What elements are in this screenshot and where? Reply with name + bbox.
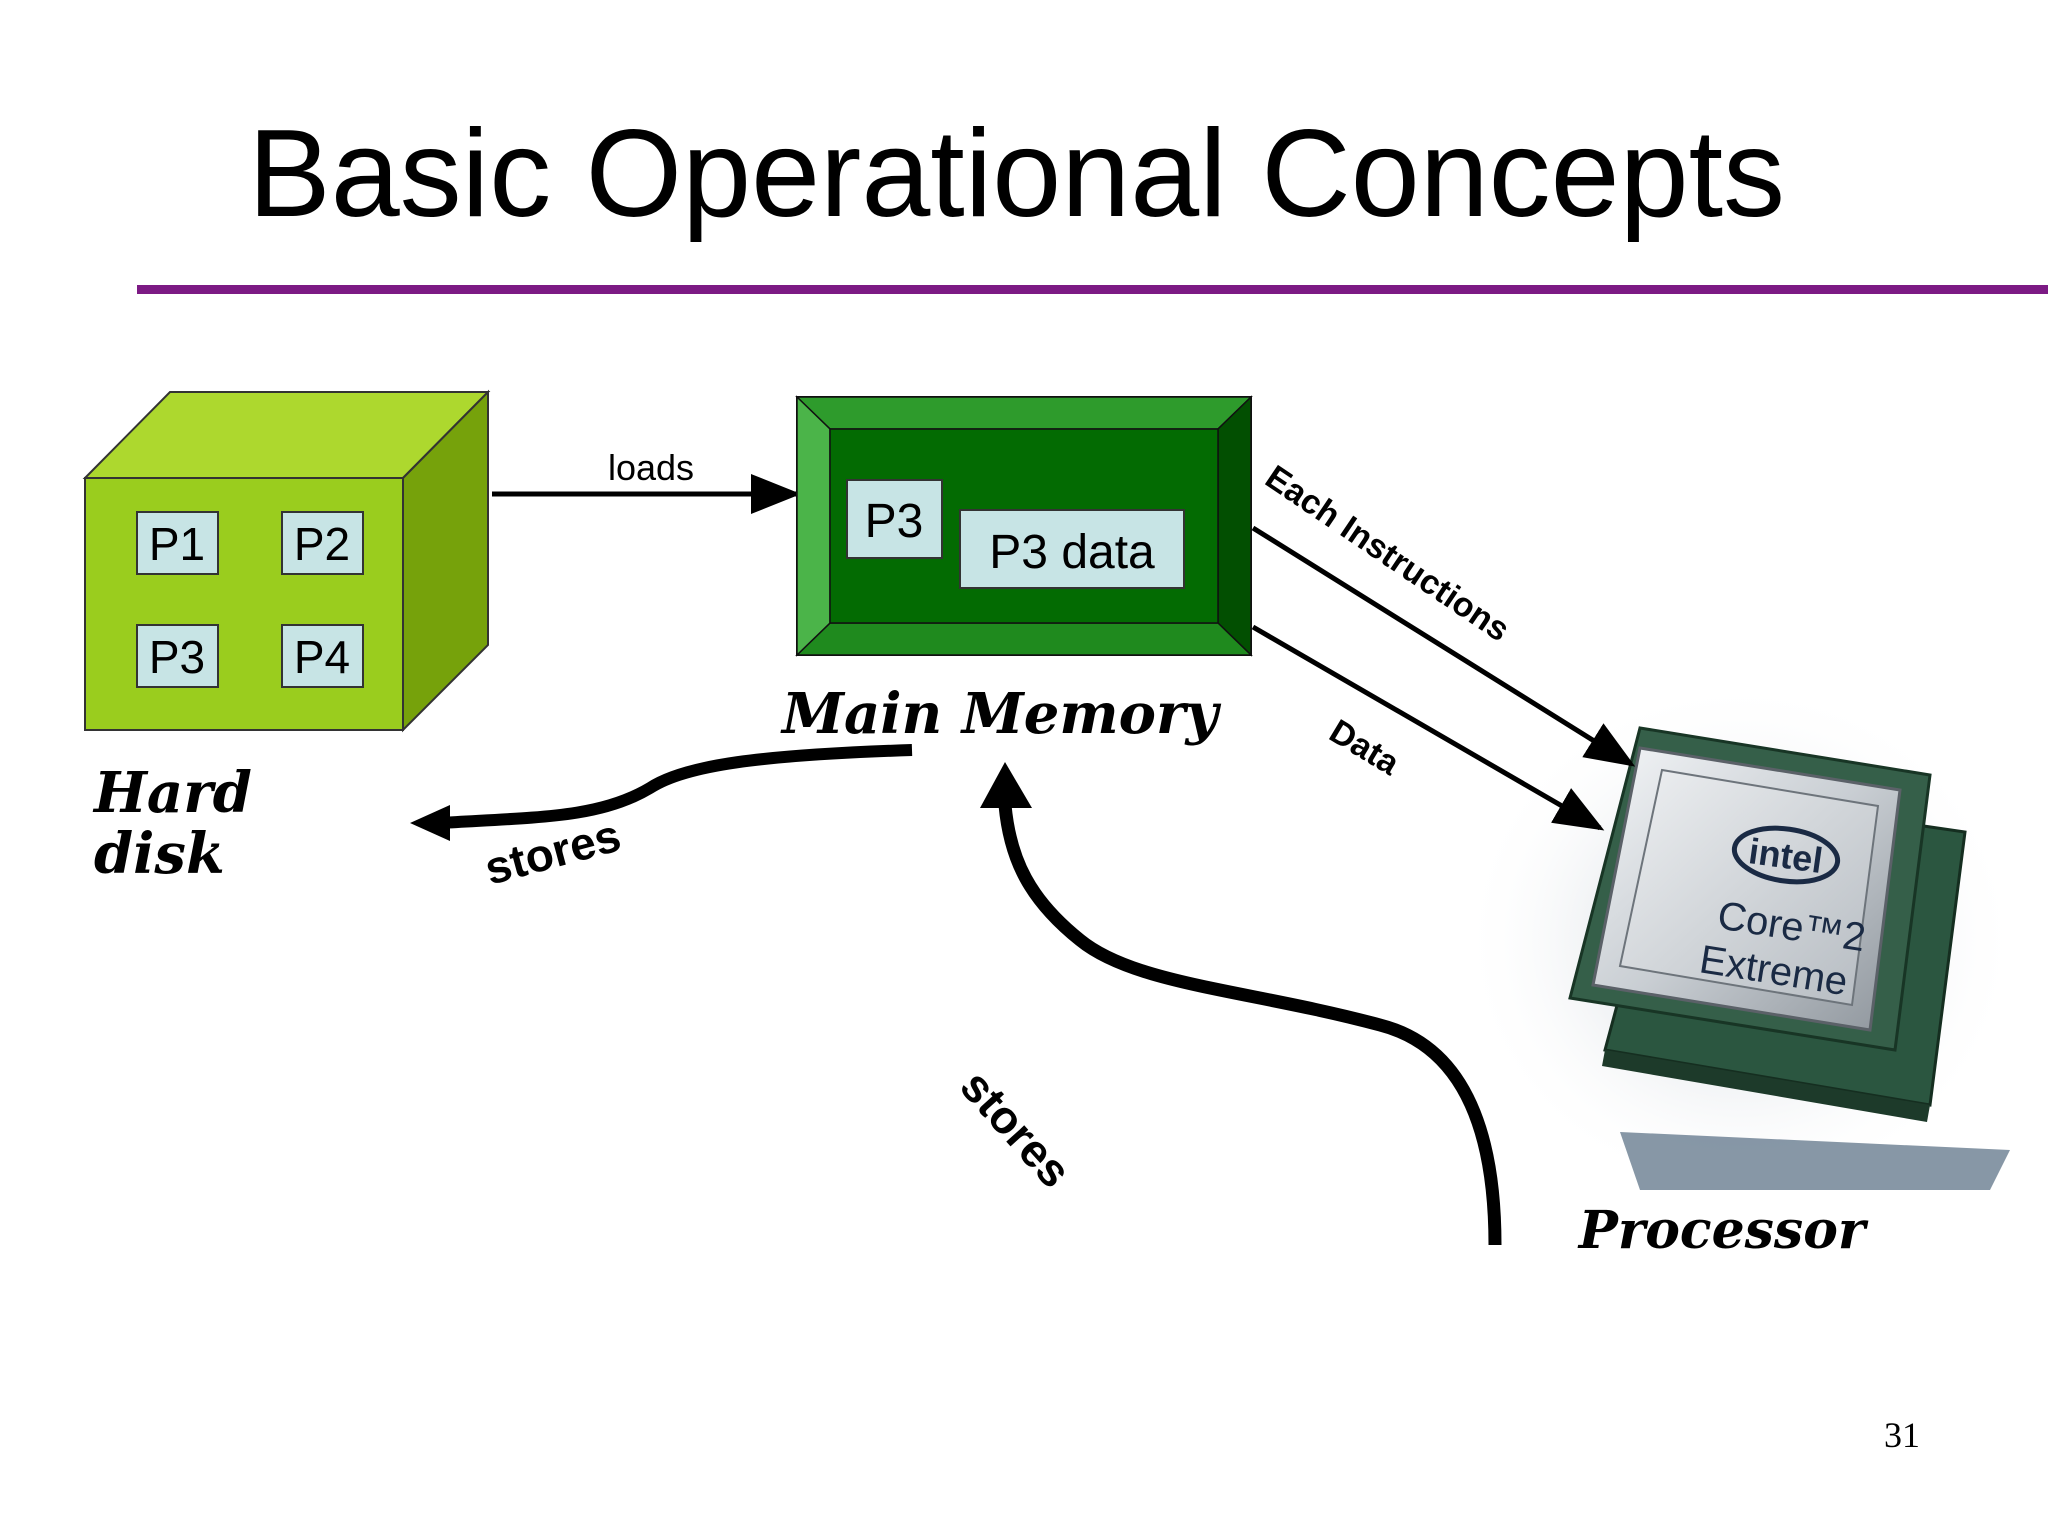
- each-instructions-arrow: [1251, 525, 1636, 767]
- program-label: P4: [294, 631, 350, 683]
- hard-disk-label-line2: disk: [94, 821, 225, 887]
- memory-program-label: P3: [865, 495, 924, 548]
- stores-to-memory-arrow: [998, 804, 1502, 1246]
- intel-logo-ring: [1731, 825, 1841, 885]
- stores-to-disk-arrowhead: [410, 805, 450, 841]
- main-memory-bevel-left: [796, 395, 831, 657]
- program-box-p4: P4: [281, 624, 364, 688]
- data-label: Data: [1323, 712, 1407, 783]
- program-box-p2: P2: [281, 511, 364, 575]
- program-label: P1: [149, 518, 205, 570]
- title-divider: [137, 285, 2048, 294]
- main-memory-bevel-bottom: [795, 622, 1253, 656]
- program-box-p3: P3: [136, 624, 219, 688]
- program-box-p1: P1: [136, 511, 219, 575]
- main-memory-bevel-right: [1217, 395, 1252, 657]
- memory-data-label: P3 data: [989, 526, 1155, 579]
- slide-title: Basic Operational Concepts: [248, 105, 1786, 243]
- main-memory: P3 P3 data: [795, 395, 1253, 657]
- memory-program-box: P3: [846, 479, 943, 559]
- stores-to-disk-arrow: [439, 744, 913, 829]
- program-label: P2: [294, 518, 350, 570]
- program-label: P3: [149, 631, 205, 683]
- chip-substrate-edge: [1602, 1050, 1930, 1122]
- stores-to-memory-arrowhead: [980, 762, 1032, 808]
- loads-label: loads: [608, 447, 694, 488]
- chip-floor-shadow: [1620, 1132, 2010, 1190]
- stores-to-memory-label: stores: [951, 1060, 1082, 1197]
- data-arrow: [1251, 624, 1605, 831]
- hard-disk: P1 P2 P3 P4: [82, 389, 491, 733]
- main-memory-label: Main Memory: [780, 681, 1221, 747]
- hard-disk-label-line1: Hard: [92, 760, 252, 826]
- chip-heat-spreader-top: [1618, 768, 1880, 1007]
- main-memory-bevel-top: [795, 396, 1253, 430]
- page-number: 31: [1884, 1415, 1920, 1455]
- memory-data-box: P3 data: [959, 509, 1185, 589]
- intel-logo-text: intel: [1746, 830, 1825, 881]
- processor-chip-image: intel Core™2 Extreme: [1460, 680, 2020, 1200]
- processor-label: Processor: [1577, 1200, 1869, 1261]
